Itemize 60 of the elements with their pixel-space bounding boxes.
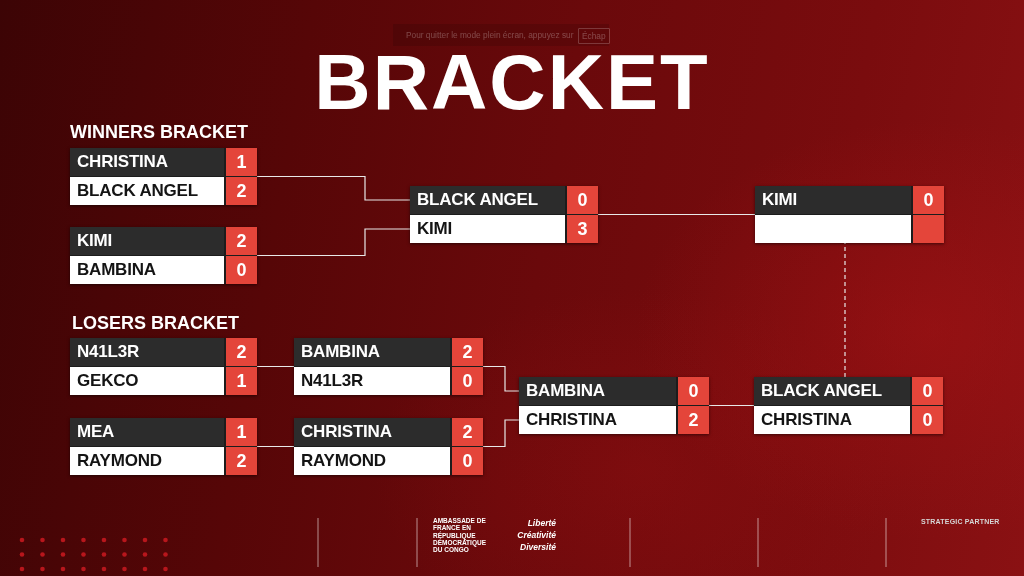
score: 2: [226, 447, 257, 475]
player-name: BAMBINA: [70, 256, 224, 284]
section-heading: LOSERS BRACKET: [72, 313, 239, 334]
score: 0: [912, 377, 943, 405]
score: 0: [452, 367, 483, 395]
player-name: N41L3R: [294, 367, 450, 395]
player-name: GEKCO: [70, 367, 224, 395]
player-name: BLACK ANGEL: [410, 186, 565, 214]
score: 0: [678, 377, 709, 405]
score: 3: [567, 215, 598, 243]
player-name: MEA: [70, 418, 224, 446]
score: 2: [226, 338, 257, 366]
connector-line: [708, 404, 755, 407]
score: 0: [913, 186, 944, 214]
connector-line: [597, 213, 756, 216]
connector-line: [256, 175, 411, 201]
match-card: [410, 186, 598, 243]
connector-line: [482, 365, 520, 392]
player-name: CHRISTINA: [519, 406, 676, 434]
player-name: KIMI: [755, 186, 911, 214]
match-card: [294, 418, 483, 475]
connector-line: [256, 445, 295, 448]
connector-line: [256, 365, 295, 368]
player-name: CHRISTINA: [754, 406, 910, 434]
score: 0: [452, 447, 483, 475]
section-heading: WINNERS BRACKET: [70, 122, 248, 143]
match-card: [754, 377, 943, 434]
score: 2: [452, 338, 483, 366]
score: 0: [567, 186, 598, 214]
match-card: [755, 186, 944, 243]
match-card: [70, 338, 257, 395]
connector-line: [482, 419, 520, 448]
player-name: BAMBINA: [519, 377, 676, 405]
match-card: [519, 377, 709, 434]
score: 0: [226, 256, 257, 284]
player-name: KIMI: [410, 215, 565, 243]
match-card: [70, 227, 257, 284]
player-name: RAYMOND: [294, 447, 450, 475]
score: 0: [912, 406, 943, 434]
player-name: RAYMOND: [70, 447, 224, 475]
score: 1: [226, 148, 257, 176]
score: 2: [678, 406, 709, 434]
score: 2: [226, 227, 257, 255]
match-card: [70, 148, 257, 205]
score: 2: [226, 177, 257, 205]
score: 1: [226, 367, 257, 395]
score: 1: [226, 418, 257, 446]
player-name: BAMBINA: [294, 338, 450, 366]
player-name: KIMI: [70, 227, 224, 255]
player-name: CHRISTINA: [294, 418, 450, 446]
player-name: BLACK ANGEL: [754, 377, 910, 405]
match-card: [70, 418, 257, 475]
player-name: N41L3R: [70, 338, 224, 366]
title: BRACKET: [314, 50, 710, 114]
match-card: [294, 338, 483, 395]
player-name: CHRISTINA: [70, 148, 224, 176]
connector-line: [256, 228, 411, 257]
player-name: BLACK ANGEL: [70, 177, 224, 205]
score: 2: [452, 418, 483, 446]
motto-text: Liberté Créativité Diversité: [516, 518, 556, 554]
